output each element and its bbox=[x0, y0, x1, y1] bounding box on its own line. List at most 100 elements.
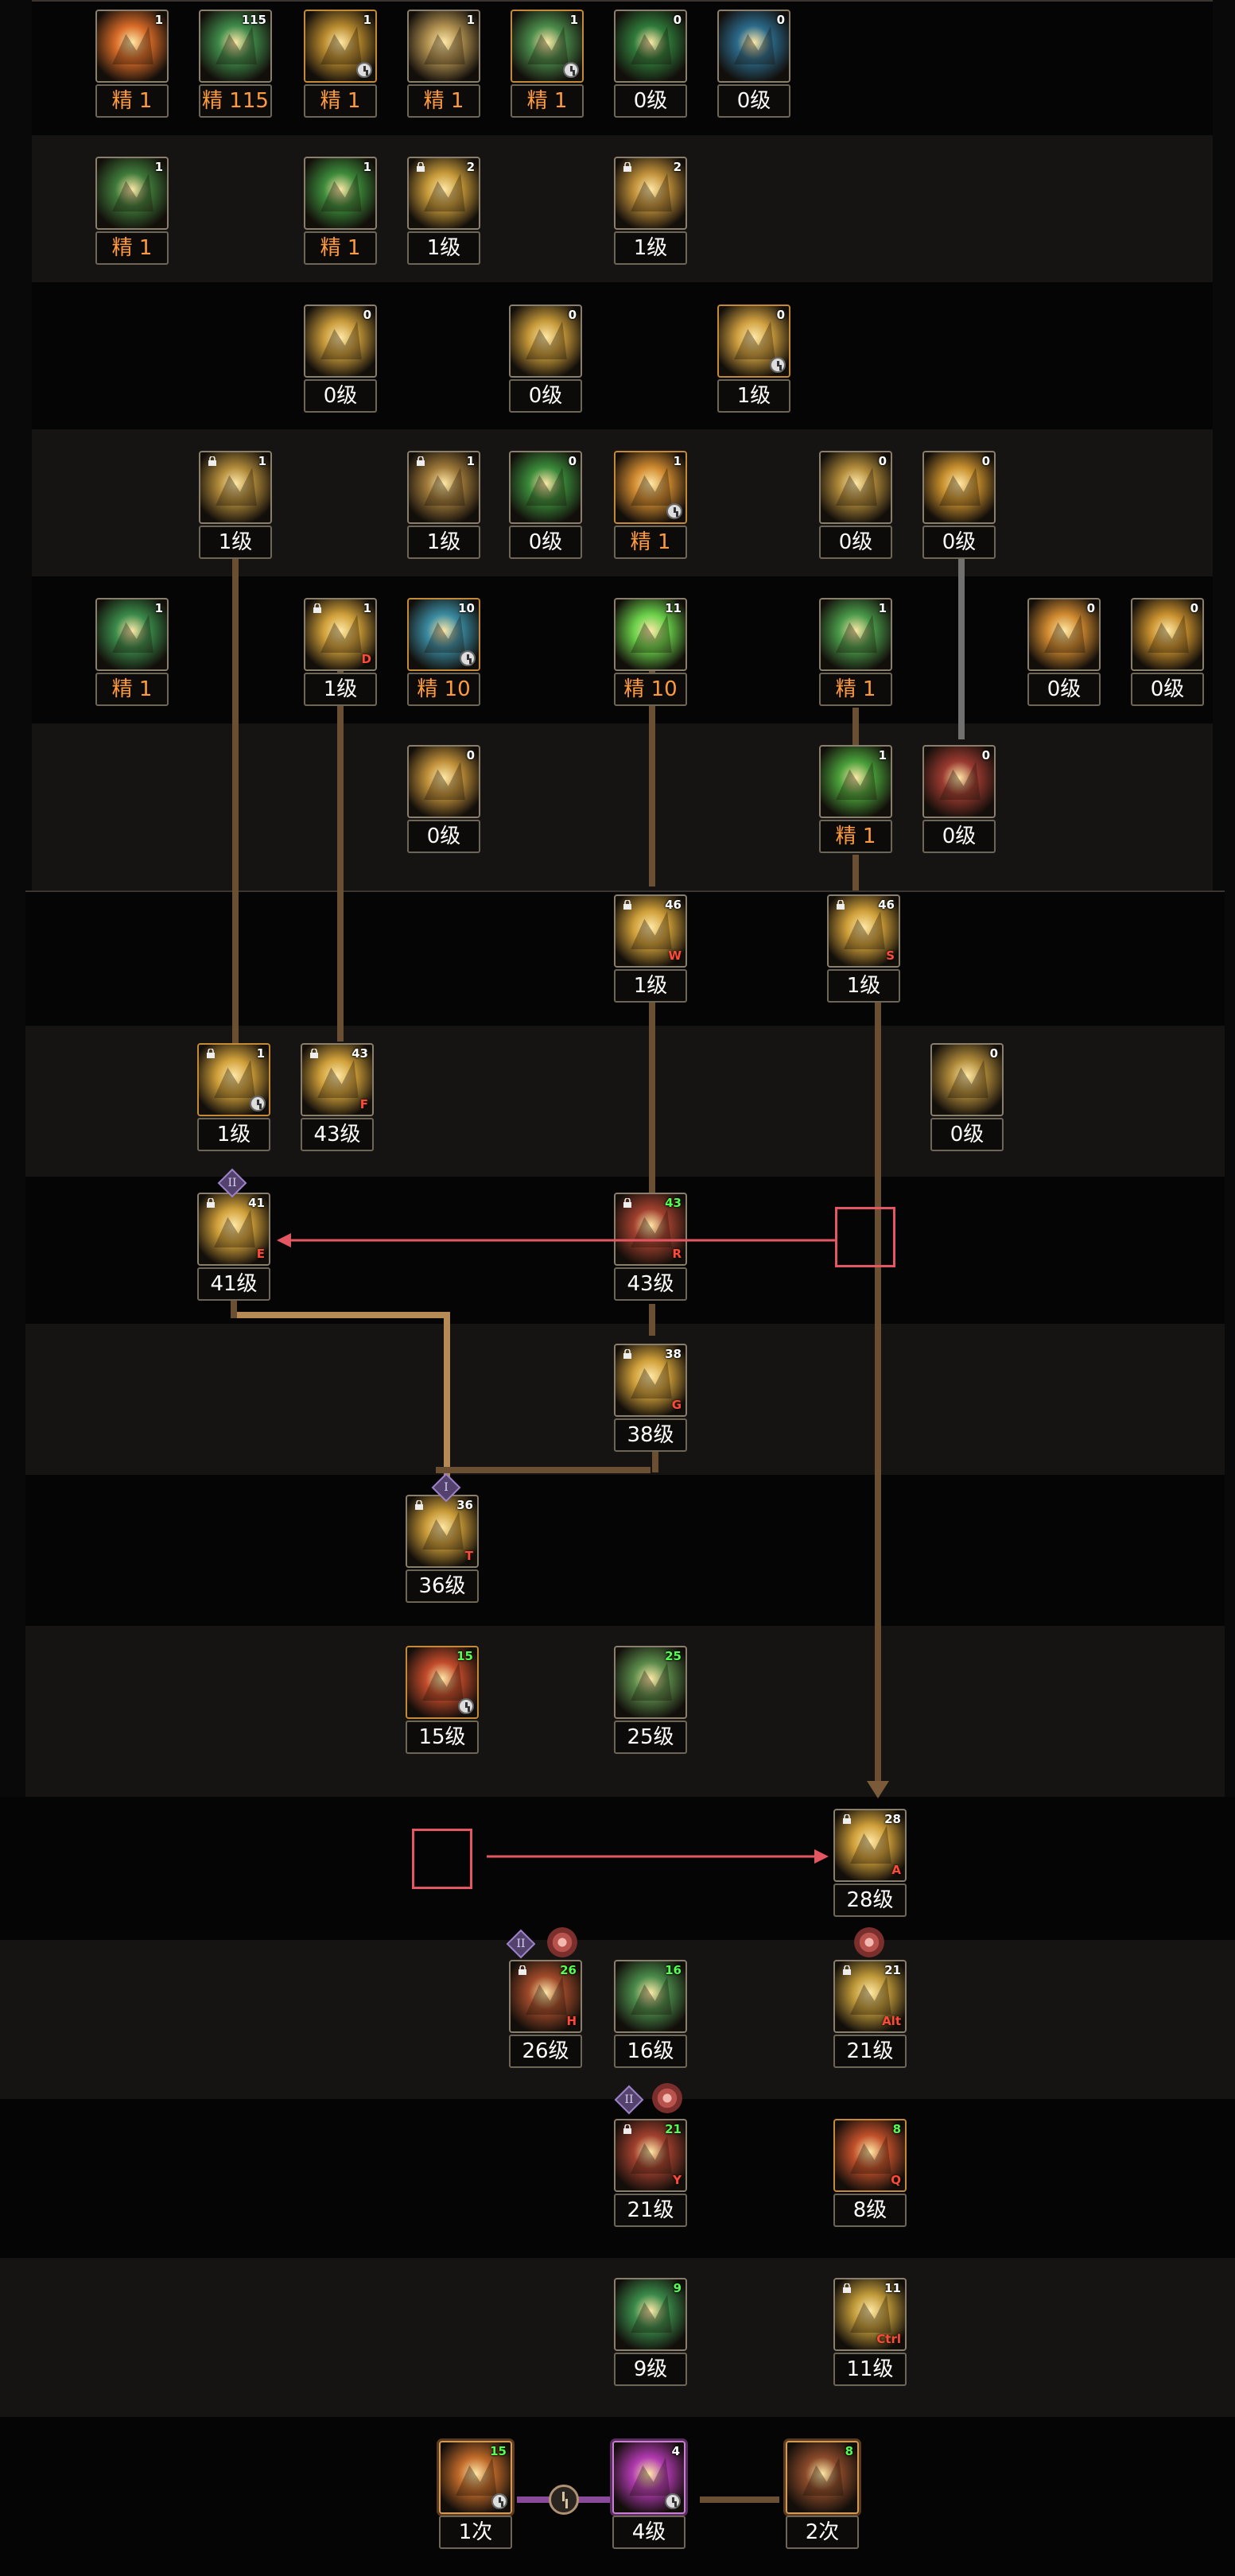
skill-icon[interactable]: 15 bbox=[439, 2441, 512, 2514]
skill-icon[interactable]: 115 bbox=[199, 10, 272, 83]
skill-icon[interactable]: 1 bbox=[95, 598, 169, 671]
skill-icon[interactable]: 0 bbox=[1027, 598, 1101, 671]
skill-icon[interactable]: 25 bbox=[614, 1646, 687, 1719]
skill-icon[interactable]: 2 bbox=[614, 157, 687, 230]
skill-icon[interactable]: 16 bbox=[614, 1960, 687, 2033]
skill-icon[interactable]: 1 bbox=[304, 157, 377, 230]
skill-icon[interactable]: 9 bbox=[614, 2278, 687, 2351]
skill-icon[interactable]: 0 bbox=[717, 305, 790, 378]
skill-icon[interactable]: 0 bbox=[930, 1043, 1004, 1116]
skill-icon[interactable]: 4 bbox=[612, 2441, 685, 2514]
skill-icon[interactable]: 0 bbox=[509, 451, 582, 524]
skill-icon[interactable]: 1 bbox=[304, 10, 377, 83]
skill-icon[interactable]: 15 bbox=[406, 1646, 479, 1719]
skill-icon[interactable]: 1 bbox=[407, 10, 480, 83]
skill-icon[interactable]: 1 bbox=[197, 1043, 270, 1116]
skill-icon[interactable]: 0 bbox=[922, 451, 996, 524]
skill-icon[interactable]: 1 bbox=[819, 598, 892, 671]
skill-icon[interactable]: 0 bbox=[1131, 598, 1204, 671]
skill-icon[interactable]: 0 bbox=[717, 10, 790, 83]
skill-icon[interactable]: 0 bbox=[614, 10, 687, 83]
skill-icon[interactable]: 2 bbox=[407, 157, 480, 230]
skill-icon[interactable]: 1 bbox=[407, 451, 480, 524]
skill-icon[interactable]: 11 bbox=[614, 598, 687, 671]
skill-icon[interactable]: 0 bbox=[819, 451, 892, 524]
skill-icon[interactable]: 0 bbox=[922, 745, 996, 818]
skill-icon[interactable]: 1 bbox=[95, 157, 169, 230]
skill-icon[interactable]: 0 bbox=[304, 305, 377, 378]
skill-icon[interactable]: 1 bbox=[819, 745, 892, 818]
skill-icon[interactable]: 1 bbox=[199, 451, 272, 524]
skill-icon[interactable]: 0 bbox=[407, 745, 480, 818]
skill-icon[interactable]: 10 bbox=[407, 598, 480, 671]
skill-icon[interactable]: 1 bbox=[614, 451, 687, 524]
skill-icon[interactable]: 0 bbox=[509, 305, 582, 378]
skill-icon[interactable]: 1 bbox=[95, 10, 169, 83]
